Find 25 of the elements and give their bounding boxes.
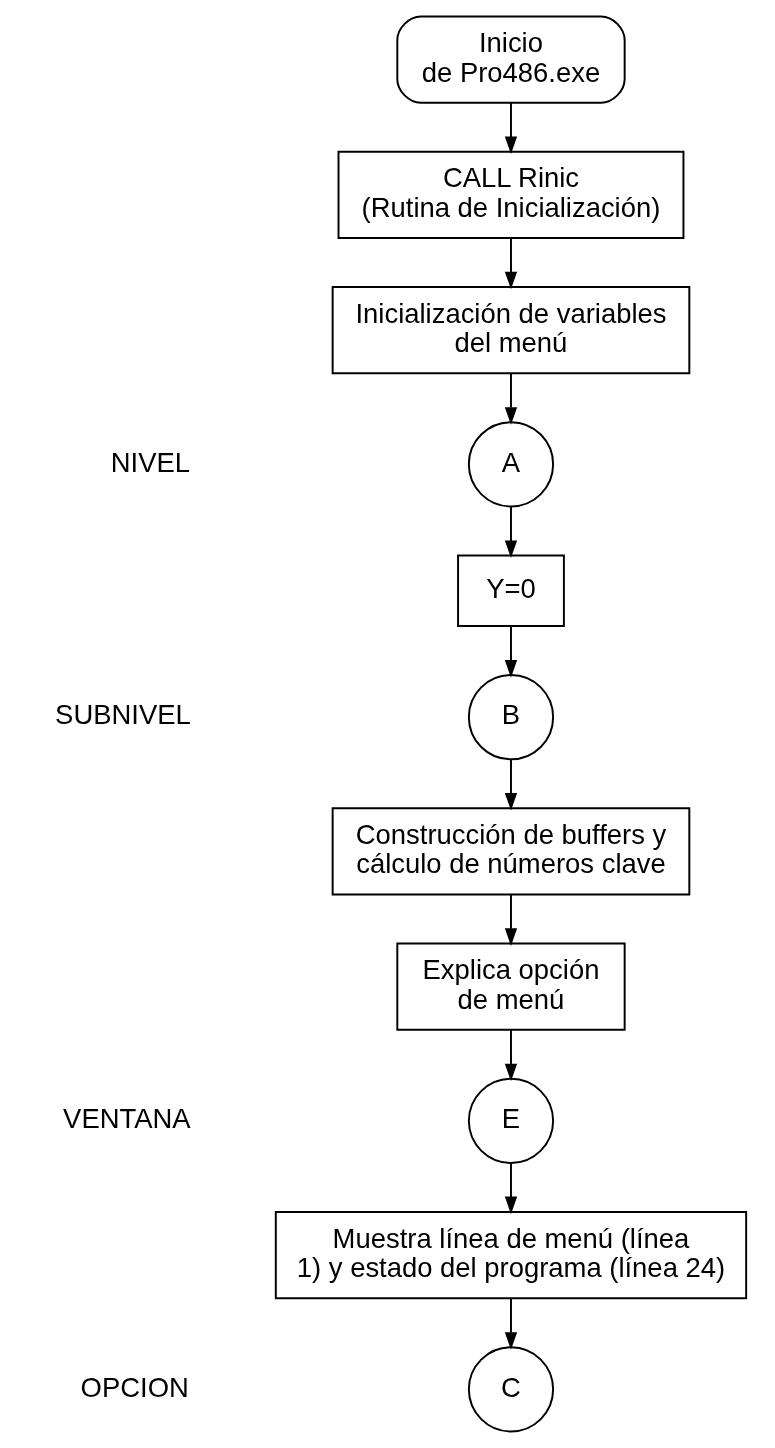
node-box: Muestra línea de menú (línea 1) y estado del programa (línea 24)	[274, 1211, 747, 1300]
node-circle: E	[467, 1077, 554, 1164]
node-box: Inicialización de variables del menú	[331, 285, 690, 375]
node-box: Construcción de buffers y cálculo de números clave	[331, 807, 690, 896]
arrow	[504, 758, 517, 811]
node-box: Explica opción de menú	[395, 942, 626, 1031]
arrow	[504, 372, 517, 425]
node-box: CALL Rinic (Rutina de Inicialización)	[337, 150, 684, 239]
label: SUBNIVEL	[54, 699, 191, 731]
label: OPCION	[80, 1371, 189, 1403]
arrow	[504, 625, 517, 678]
arrow	[504, 102, 517, 155]
arrow	[504, 1028, 517, 1082]
node-circle: A	[467, 421, 554, 508]
arrow	[504, 1162, 517, 1215]
arrow	[504, 1297, 517, 1350]
node-circle: B	[467, 674, 554, 761]
arrow	[504, 506, 517, 559]
node-box: Inicio de Pro486.exe	[395, 15, 626, 104]
label: NIVEL	[110, 446, 190, 478]
node-circle: C	[467, 1346, 554, 1433]
node-box: Y=0	[456, 554, 565, 627]
label: VENTANA	[62, 1103, 191, 1135]
arrow	[504, 893, 517, 946]
arrow	[504, 237, 517, 290]
